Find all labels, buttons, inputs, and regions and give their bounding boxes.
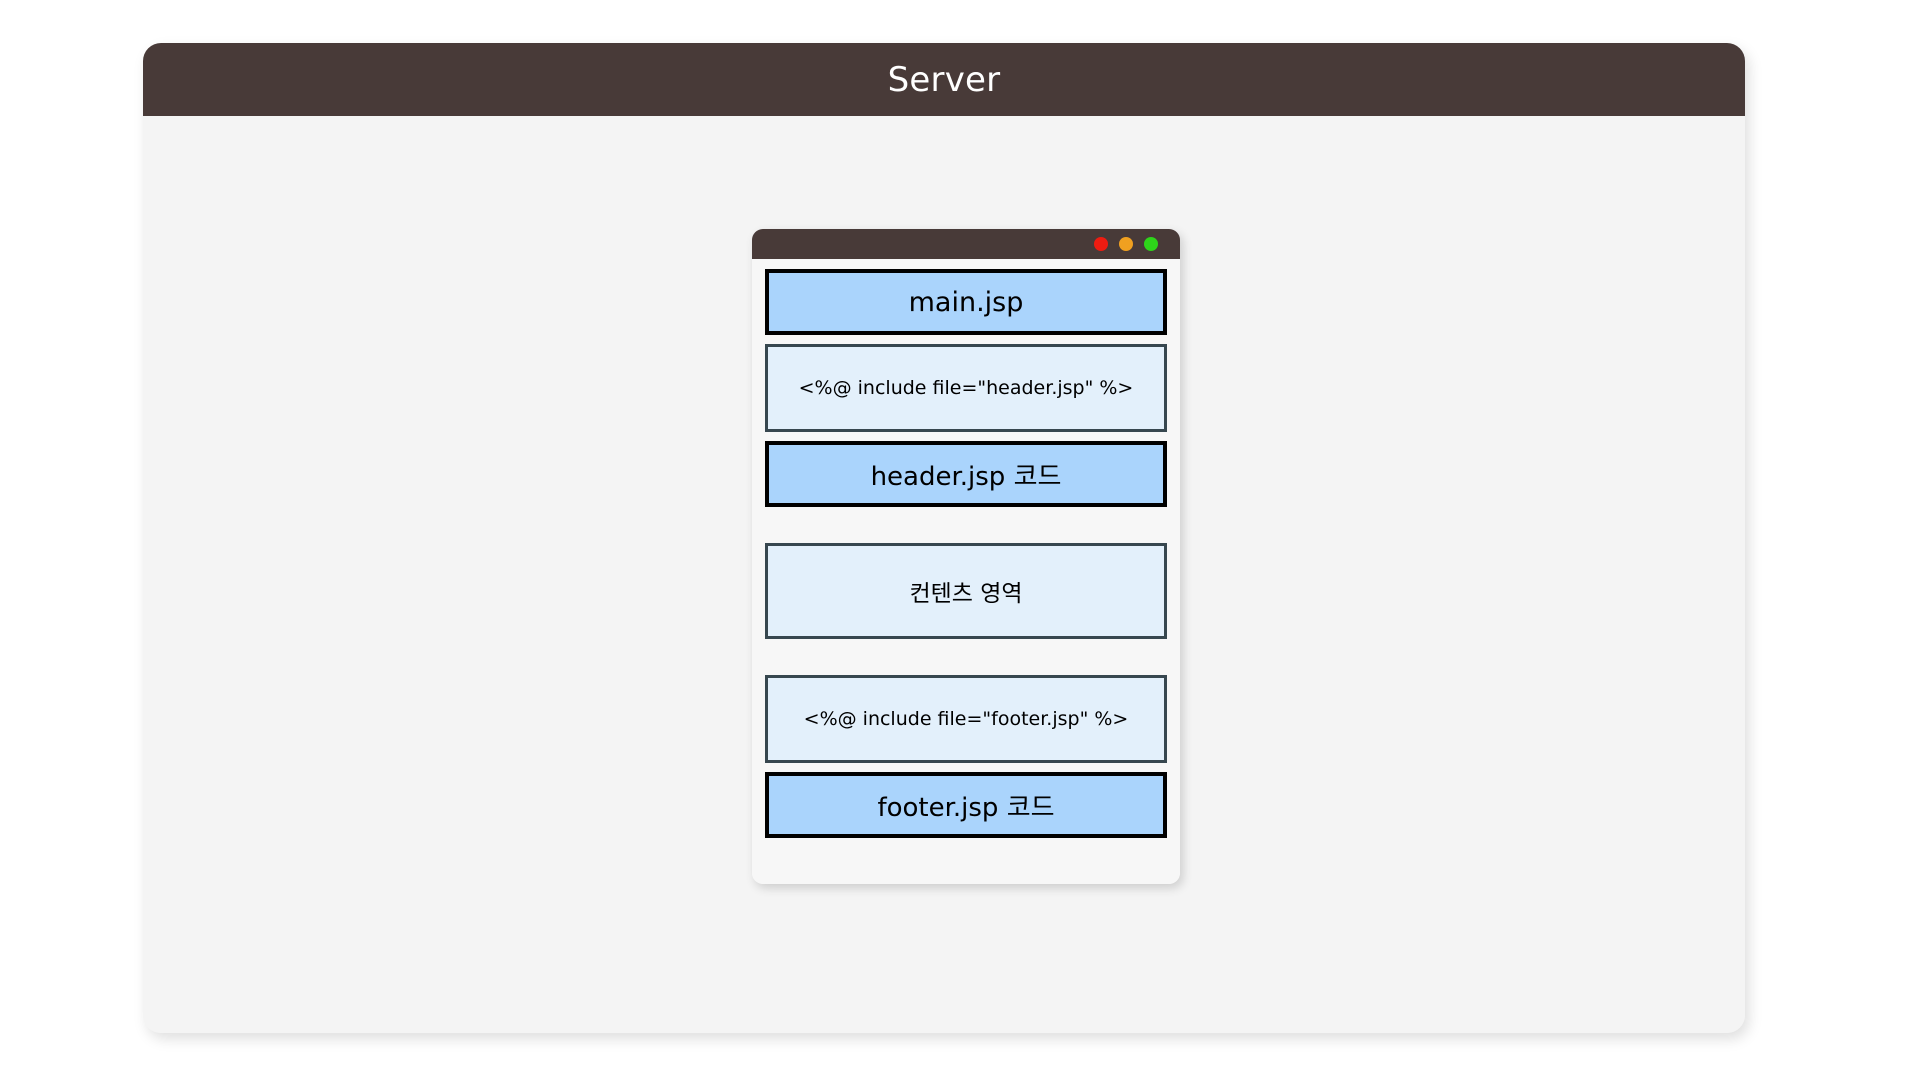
flow-box-main-jsp: main.jsp bbox=[765, 269, 1167, 335]
flow-box-content-area: 컨텐츠 영역 bbox=[765, 543, 1167, 639]
server-card: Server main.jsp <%@ include file="header… bbox=[143, 43, 1745, 1033]
flow-box-footer-jsp-code: footer.jsp 코드 bbox=[765, 772, 1167, 838]
spacer bbox=[765, 763, 1167, 772]
close-icon[interactable] bbox=[1094, 237, 1108, 251]
maximize-icon[interactable] bbox=[1144, 237, 1158, 251]
spacer bbox=[765, 432, 1167, 441]
spacer bbox=[765, 335, 1167, 344]
flow-box-header-jsp-code: header.jsp 코드 bbox=[765, 441, 1167, 507]
traffic-light-group bbox=[1094, 237, 1158, 251]
server-titlebar: Server bbox=[143, 43, 1745, 116]
spacer bbox=[765, 507, 1167, 543]
flow-box-include-footer: <%@ include file="footer.jsp" %> bbox=[765, 675, 1167, 763]
flow-box-include-header: <%@ include file="header.jsp" %> bbox=[765, 344, 1167, 432]
browser-titlebar[interactable] bbox=[752, 229, 1180, 259]
browser-content: main.jsp <%@ include file="header.jsp" %… bbox=[752, 259, 1180, 884]
browser-window: main.jsp <%@ include file="header.jsp" %… bbox=[752, 229, 1180, 884]
server-body: main.jsp <%@ include file="header.jsp" %… bbox=[143, 116, 1745, 1033]
server-title: Server bbox=[887, 59, 1001, 100]
spacer bbox=[765, 639, 1167, 675]
minimize-icon[interactable] bbox=[1119, 237, 1133, 251]
